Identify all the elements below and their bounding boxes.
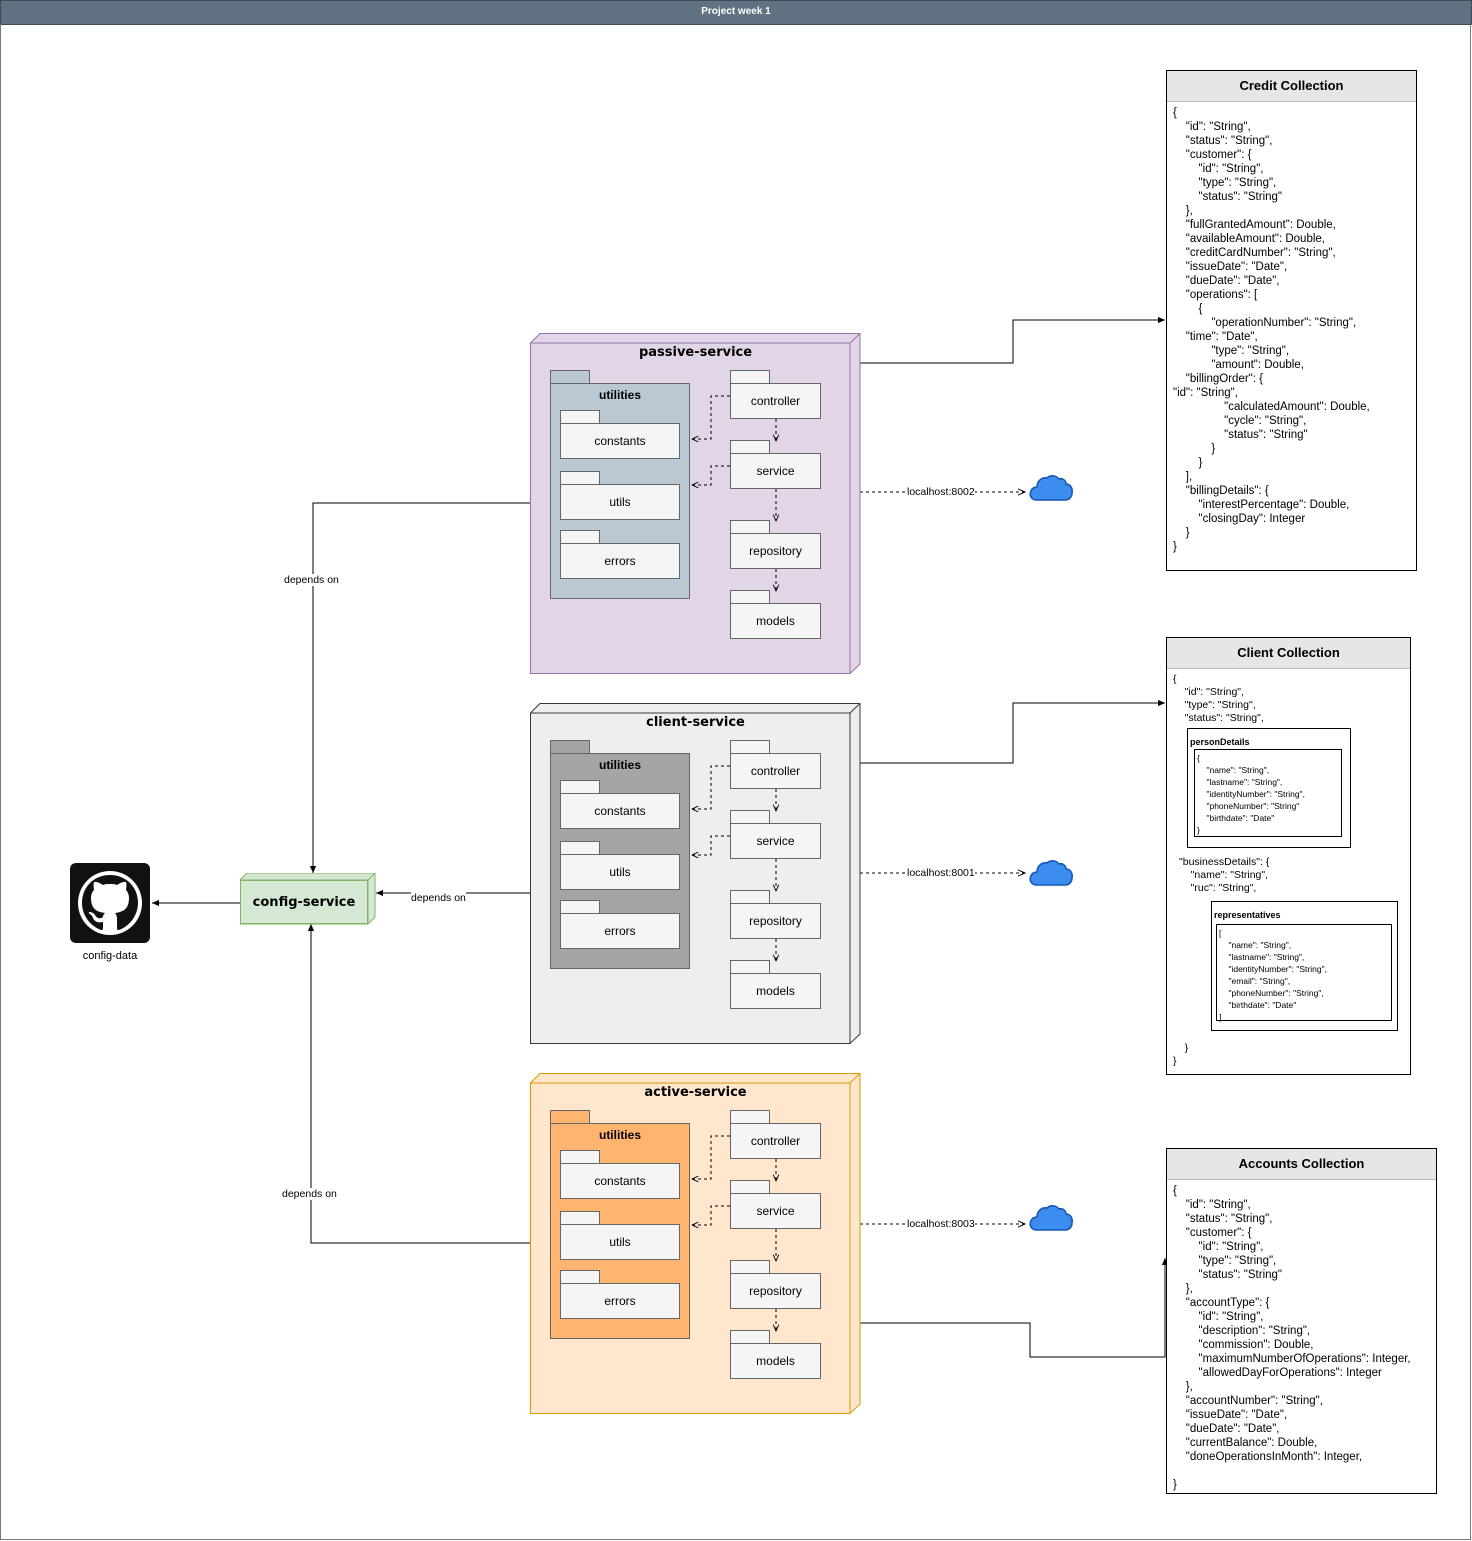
- package-constants[interactable]: constants: [560, 410, 680, 460]
- package-label: utils: [560, 484, 680, 520]
- representatives-title: representatives: [1214, 910, 1281, 920]
- package-utils[interactable]: utils: [560, 471, 680, 521]
- layer-label: models: [730, 973, 821, 1009]
- package-utils[interactable]: utils: [560, 841, 680, 891]
- layer-label: repository: [730, 533, 821, 569]
- layer-controller[interactable]: controller: [730, 1110, 821, 1160]
- package-label: constants: [560, 1163, 680, 1199]
- utilities-label: utilities: [598, 1128, 641, 1142]
- layer-models[interactable]: models: [730, 590, 821, 640]
- layer-models[interactable]: models: [730, 1330, 821, 1380]
- client-collection[interactable]: Client Collection { "id": "String", "typ…: [1166, 637, 1411, 1075]
- client-collection-schema-top: { "id": "String", "type": "String", "sta…: [1173, 673, 1264, 724]
- depends-on-label: depends on: [284, 574, 339, 586]
- package-label: errors: [560, 1283, 680, 1319]
- utilities-package-tab: [550, 740, 590, 753]
- layer-label: models: [730, 1343, 821, 1379]
- edge-active-to-config: [307, 924, 530, 1244]
- layer-label: service: [730, 823, 821, 859]
- utilities-package-tab: [550, 370, 590, 383]
- cloud-icon: [1029, 475, 1073, 501]
- diagram-title: Project week 1: [701, 6, 771, 17]
- github-icon: [70, 863, 150, 943]
- utilities-package-tab: [550, 1110, 590, 1123]
- service-node[interactable]: client-service utilities constants utils e…: [530, 703, 861, 1044]
- person-details-title: personDetails: [1190, 737, 1250, 747]
- depends-on-label: depends on: [411, 892, 466, 904]
- service-title: passive-service: [638, 345, 753, 360]
- edge-active-to-accounts: [860, 1258, 1169, 1358]
- client-collection-title: Client Collection: [1167, 638, 1410, 669]
- accounts-collection-title: Accounts Collection: [1167, 1149, 1436, 1180]
- layer-label: models: [730, 603, 821, 639]
- diagram-frame: [0, 24, 1471, 1540]
- utilities-label: utilities: [598, 388, 641, 402]
- service-title: active-service: [644, 1085, 747, 1100]
- layer-label: service: [730, 1193, 821, 1229]
- package-constants[interactable]: constants: [560, 780, 680, 830]
- person-details-note: personDetails { "name": "String", "lastn…: [1187, 728, 1351, 848]
- layer-service[interactable]: service: [730, 810, 821, 860]
- depends-on-label: depends on: [282, 1188, 337, 1200]
- accounts-collection-schema: { "id": "String", "status": "String", "c…: [1173, 1185, 1411, 1491]
- port-label: localhost:8001: [907, 867, 975, 879]
- edge-passive-to-credit: [860, 316, 1165, 364]
- representatives-note: representatives [ "name": "String", "las…: [1211, 901, 1398, 1031]
- layer-label: service: [730, 453, 821, 489]
- utilities-label: utilities: [598, 758, 641, 772]
- service-node[interactable]: active-service utilities constants utils e…: [530, 1073, 861, 1414]
- layer-label: repository: [730, 903, 821, 939]
- cloud-icon: [1029, 1205, 1073, 1231]
- port-label: localhost:8002: [907, 486, 975, 498]
- config-service-label: config-service: [252, 894, 356, 910]
- layer-controller[interactable]: controller: [730, 740, 821, 790]
- service-node[interactable]: passive-service utilities constants utils…: [530, 333, 861, 674]
- credit-collection[interactable]: Credit Collection { "id": "String", "sta…: [1166, 70, 1417, 571]
- diagram-title-bar: Project week 1: [0, 0, 1472, 25]
- package-label: utils: [560, 1224, 680, 1260]
- layer-label: repository: [730, 1273, 821, 1309]
- github-label: config-data: [82, 950, 138, 962]
- layer-repository[interactable]: repository: [730, 890, 821, 940]
- layer-label: controller: [730, 383, 821, 419]
- package-errors[interactable]: errors: [560, 1270, 680, 1320]
- package-constants[interactable]: constants: [560, 1150, 680, 1200]
- cloud-icon: [1029, 860, 1073, 886]
- layer-repository[interactable]: repository: [730, 1260, 821, 1310]
- package-label: errors: [560, 913, 680, 949]
- credit-collection-schema: { "id": "String", "status": "String", "c…: [1173, 107, 1370, 553]
- layer-label: controller: [730, 1123, 821, 1159]
- package-errors[interactable]: errors: [560, 530, 680, 580]
- credit-collection-title: Credit Collection: [1167, 71, 1416, 102]
- edge-client-to-client-coll: [860, 699, 1165, 764]
- package-label: constants: [560, 423, 680, 459]
- client-collection-schema-bottom: } }: [1173, 1042, 1189, 1067]
- layer-label: controller: [730, 753, 821, 789]
- representatives-schema: [ "name": "String", "lastname": "String"…: [1216, 924, 1392, 1022]
- person-details-schema: { "name": "String", "lastname": "String"…: [1194, 749, 1342, 837]
- config-service-node[interactable]: config-service: [240, 880, 368, 924]
- package-label: utils: [560, 854, 680, 890]
- business-details-schema: "businessDetails": { "name": "String", "…: [1179, 856, 1270, 894]
- package-utils[interactable]: utils: [560, 1211, 680, 1261]
- port-label: localhost:8003: [907, 1218, 975, 1230]
- package-label: errors: [560, 543, 680, 579]
- layer-service[interactable]: service: [730, 440, 821, 490]
- package-label: constants: [560, 793, 680, 829]
- edge-passive-to-config: [309, 502, 530, 873]
- service-title: client-service: [646, 715, 745, 730]
- accounts-collection[interactable]: Accounts Collection { "id": "String", "s…: [1166, 1148, 1437, 1494]
- package-errors[interactable]: errors: [560, 900, 680, 950]
- layer-service[interactable]: service: [730, 1180, 821, 1230]
- layer-models[interactable]: models: [730, 960, 821, 1010]
- layer-repository[interactable]: repository: [730, 520, 821, 570]
- layer-controller[interactable]: controller: [730, 370, 821, 420]
